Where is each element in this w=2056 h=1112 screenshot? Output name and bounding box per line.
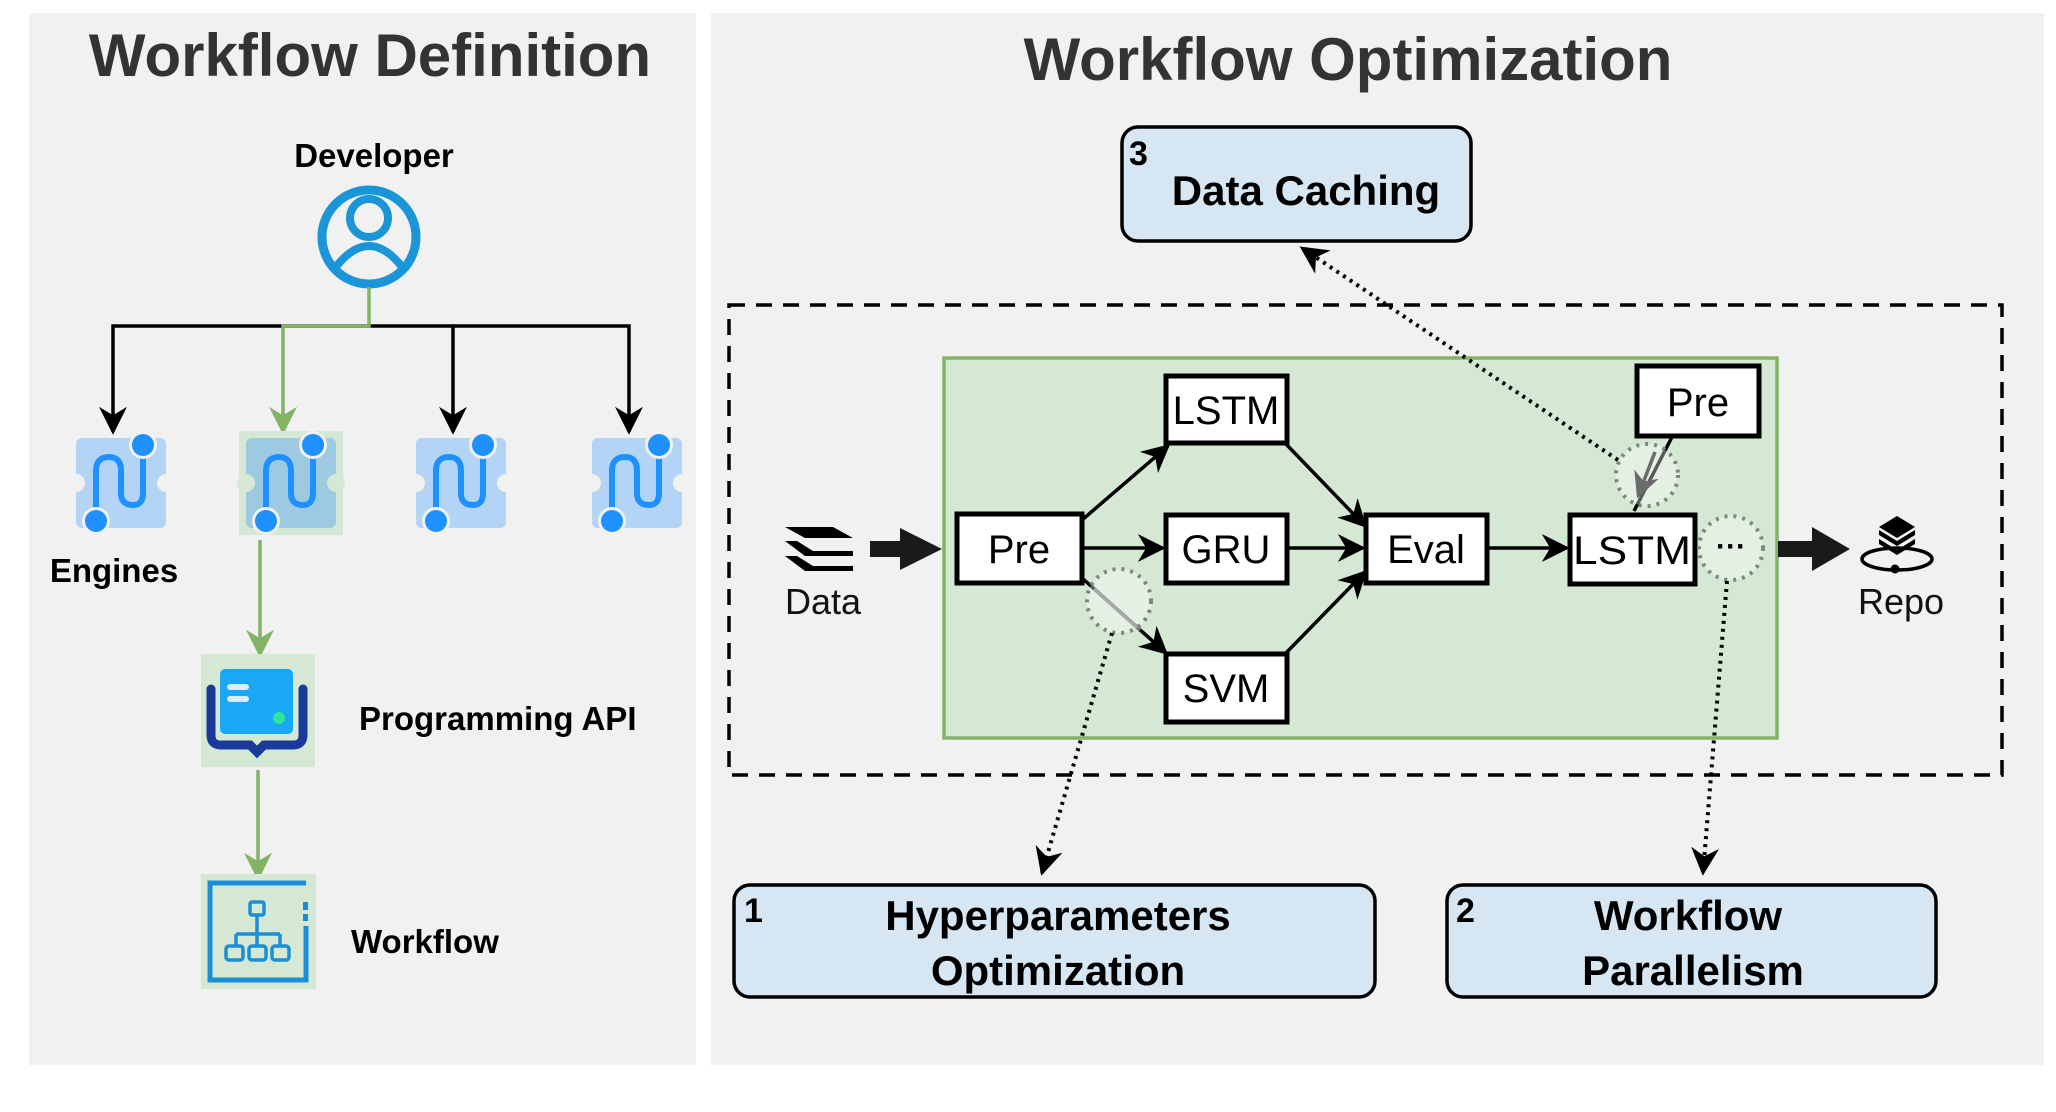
node-gru-label: GRU — [1182, 528, 1271, 572]
node-pre-2[interactable]: Pre — [1634, 363, 1762, 439]
engines-group — [67, 431, 691, 535]
dotted-arrow-to-parallelism — [1691, 580, 1729, 876]
repo-label: Repo — [1858, 581, 1944, 622]
data-stack-icon[interactable] — [785, 527, 853, 571]
focus-circle-parallelism[interactable] — [1697, 514, 1765, 582]
left-panel-title: Workflow Definition — [89, 22, 651, 89]
workflow-label: Workflow — [351, 923, 499, 960]
developer-label: Developer — [294, 137, 454, 174]
workflow-icon[interactable] — [201, 874, 316, 989]
callout-label-hyperparameters: Hyperparameters — [885, 892, 1231, 939]
ellipsis-more-stages: ··· — [1716, 530, 1746, 563]
node-lstm-2-label: LSTM — [1573, 529, 1691, 573]
node-svm-label: SVM — [1183, 667, 1270, 711]
repo-output-arrow — [1778, 527, 1850, 571]
node-svm[interactable]: SVM — [1163, 651, 1290, 725]
engine-icon-selected[interactable] — [237, 431, 345, 535]
engines-label: Engines — [50, 552, 178, 589]
callout-data-caching[interactable]: 3 Data Caching — [1120, 125, 1473, 243]
workflow-definition-panel: Workflow Definition Developer Engines — [29, 13, 696, 1065]
node-pre-label: Pre — [988, 528, 1050, 572]
node-lstm-label: LSTM — [1173, 389, 1280, 433]
edge-lstm-eval — [1283, 441, 1367, 529]
node-eval[interactable]: Eval — [1363, 512, 1490, 586]
data-label: Data — [785, 581, 862, 622]
developer-icon[interactable] — [317, 185, 421, 289]
node-gru[interactable]: GRU — [1163, 512, 1290, 586]
edge-svm-eval — [1283, 569, 1367, 656]
edge-pre2-lstm2-cached — [1634, 451, 1659, 499]
programming-api-label: Programming API — [359, 700, 637, 737]
callout-label-workflow: Workflow — [1594, 892, 1783, 939]
engine-icon[interactable] — [407, 431, 515, 535]
node-pre[interactable]: Pre — [954, 511, 1085, 586]
callout-label-data-caching: Data Caching — [1172, 167, 1440, 214]
node-lstm-2[interactable]: LSTM — [1567, 512, 1698, 587]
engine-icon[interactable] — [583, 431, 691, 535]
programming-api-icon[interactable] — [201, 654, 315, 767]
developer-engine-connectors — [99, 287, 643, 435]
dotted-arrow-to-hyperparameters — [1035, 632, 1114, 876]
node-pre-2-label: Pre — [1667, 381, 1729, 425]
engine-icon[interactable] — [67, 431, 175, 535]
node-lstm[interactable]: LSTM — [1163, 373, 1290, 446]
callout-number-2: 2 — [1456, 892, 1475, 930]
workflow-optimization-panel: Workflow Optimization 3 Data Caching Dat… — [711, 13, 2044, 1065]
repo-icon[interactable] — [1860, 516, 1934, 574]
data-input-arrow — [870, 528, 942, 570]
arrow-to-engine-4 — [453, 324, 643, 435]
callout-hyperparameters-optimization[interactable]: 1 Hyperparameters Optimization — [732, 883, 1377, 999]
callout-label-parallelism: Parallelism — [1582, 947, 1804, 994]
callout-number-3: 3 — [1129, 135, 1148, 173]
arrow-to-engine-2-selected — [269, 287, 371, 435]
right-panel-title: Workflow Optimization — [1024, 26, 1673, 93]
optimization-scope-box — [727, 303, 2004, 777]
callout-label-optimization: Optimization — [931, 947, 1185, 994]
edge-pre-svm-highlight — [1092, 587, 1142, 632]
callout-workflow-parallelism[interactable]: 2 Workflow Parallelism — [1445, 883, 1938, 999]
focus-circle-hyperparameters[interactable] — [1085, 567, 1153, 635]
edge-pre-lstm — [1080, 444, 1171, 522]
node-eval-label: Eval — [1387, 528, 1465, 572]
callout-number-1: 1 — [744, 892, 763, 930]
